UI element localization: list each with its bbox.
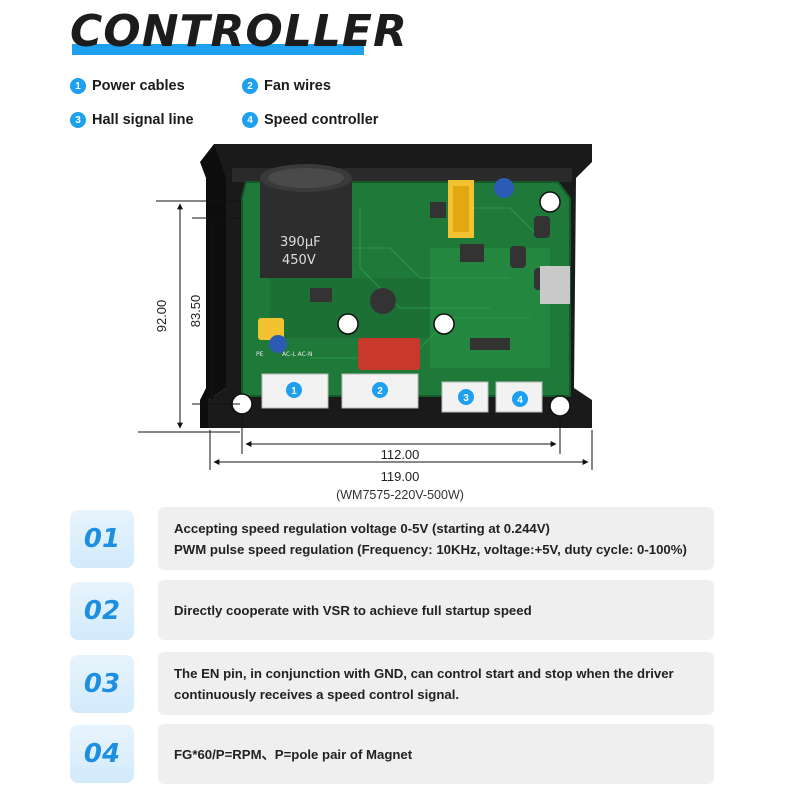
legend-label: Speed controller xyxy=(264,112,379,128)
title-underline xyxy=(72,44,364,55)
dimension-width-inner: 112.00 xyxy=(381,447,420,462)
dimension-height-inner: 83.50 xyxy=(188,295,203,328)
connector-fan-wires: 2 xyxy=(341,373,419,409)
legend-number: 4 xyxy=(242,112,258,128)
legend-item-power-cables: 1 Power cables xyxy=(70,78,185,94)
film-capacitor xyxy=(258,318,284,340)
heatsink-block xyxy=(540,266,570,304)
connector-number-1: 1 xyxy=(291,386,297,397)
dimension-width-outer: 119.00 xyxy=(381,469,420,484)
legend-item-speed-controller: 4 Speed controller xyxy=(242,112,378,128)
disc-capacitor xyxy=(494,178,514,198)
legend-label: Hall signal line xyxy=(92,112,194,128)
legend-label: Power cables xyxy=(92,78,185,94)
disc-capacitor xyxy=(269,335,287,353)
connector-number-2: 2 xyxy=(377,386,383,397)
board-text-pe: PE xyxy=(256,351,264,358)
feature-number-03: 03 xyxy=(70,655,134,713)
capacitor-390uf: 390μF 450V xyxy=(260,164,352,278)
relay xyxy=(358,338,420,370)
feature-text-line: The EN pin, in conjunction with GND, can… xyxy=(174,665,674,681)
dimension-height-outer: 92.00 xyxy=(154,300,169,333)
connector-speed-controller: 4 xyxy=(495,381,543,413)
legend-label: Fan wires xyxy=(264,78,331,94)
connector-number-4: 4 xyxy=(517,395,523,406)
legend-item-hall-signal-line: 3 Hall signal line xyxy=(70,112,194,128)
legend-number: 3 xyxy=(70,112,86,128)
feature-box-02: Directly cooperate with VSR to achieve f… xyxy=(158,580,714,640)
feature-text-line: Directly cooperate with VSR to achieve f… xyxy=(174,602,532,618)
feature-box-03: The EN pin, in conjunction with GND, can… xyxy=(158,652,714,715)
legend-item-fan-wires: 2 Fan wires xyxy=(242,78,331,94)
model-label: (WM7575-220V-500W) xyxy=(336,488,464,502)
feature-text-line: PWM pulse speed regulation (Frequency: 1… xyxy=(174,541,687,557)
controller-board-diagram: 390μF 450V PE AC-L AC-N 1 2 3 xyxy=(138,144,593,502)
feature-number-04: 04 xyxy=(70,725,134,783)
capacitor-label-2: 450V xyxy=(282,253,316,268)
feature-box-04: FG*60/P=RPM、P=pole pair of Magnet xyxy=(158,724,714,784)
connector-hall-signal: 3 xyxy=(441,381,489,413)
mounting-holes xyxy=(231,191,571,417)
feature-text-line: continuously receives a speed control si… xyxy=(174,686,460,702)
legend-number: 1 xyxy=(70,78,86,94)
connector-number-3: 3 xyxy=(463,393,469,404)
capacitor-label-1: 390μF xyxy=(280,235,321,250)
feature-number-02: 02 xyxy=(70,582,134,640)
board-text-ac: AC-L AC-N xyxy=(282,351,312,358)
feature-text-line: Accepting speed regulation voltage 0-5V … xyxy=(174,520,550,536)
legend-number: 2 xyxy=(242,78,258,94)
dimension-lines xyxy=(138,200,593,470)
feature-number-01: 01 xyxy=(70,510,134,568)
connector-power-cables: 1 xyxy=(261,373,329,409)
title-block: CONTROLLER xyxy=(70,6,408,57)
page-title: CONTROLLER xyxy=(70,6,408,57)
feature-box-01: Accepting speed regulation voltage 0-5V … xyxy=(158,507,714,570)
feature-text-line: FG*60/P=RPM、P=pole pair of Magnet xyxy=(174,746,413,762)
